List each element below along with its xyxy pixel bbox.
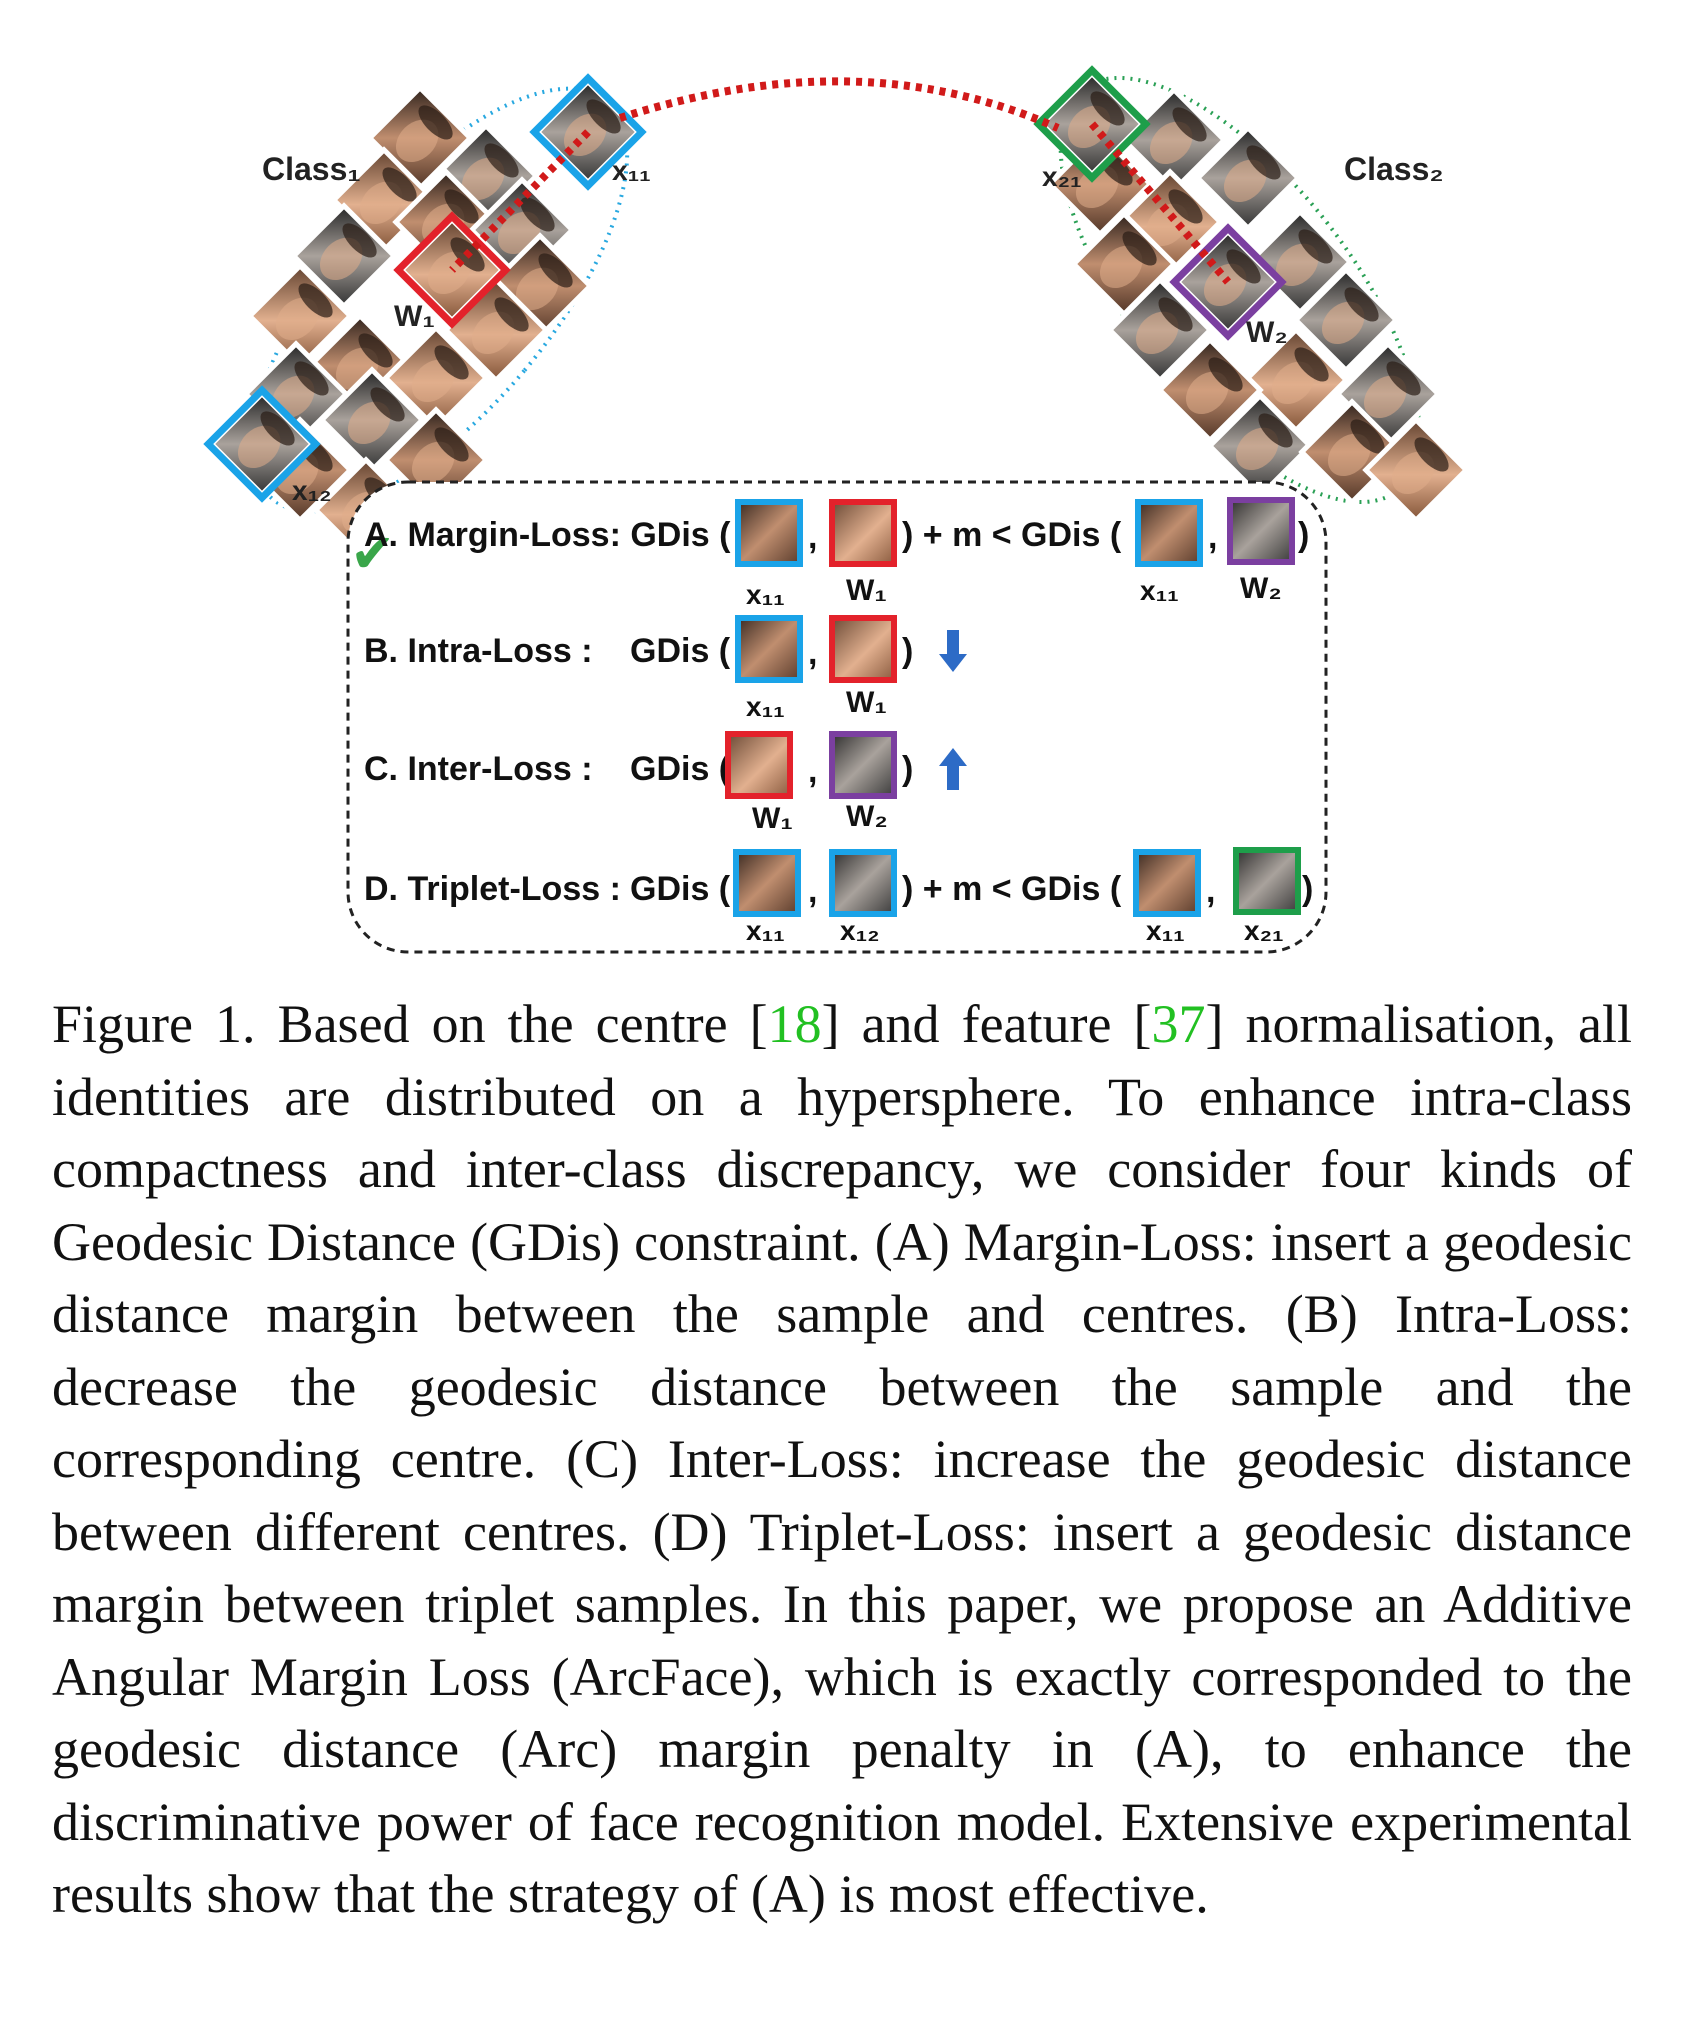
svg-text:x₁₂: x₁₂ xyxy=(840,915,880,946)
loss-panel xyxy=(346,480,1328,954)
svg-text:,: , xyxy=(808,872,817,910)
x12-label: x₁₂ xyxy=(292,475,332,506)
svg-text:x₁₁: x₁₁ xyxy=(746,691,785,722)
svg-text:,: , xyxy=(808,518,817,556)
increase-arrow-icon xyxy=(939,748,967,790)
row-a-label: A. Margin-Loss: GDis ( xyxy=(364,516,731,554)
caption-part-2: ] and feature [ xyxy=(821,994,1152,1054)
row-d-mid: ) + m < GDis ( xyxy=(902,870,1122,908)
checkmark-icon: ✔ xyxy=(350,524,395,584)
class1-cluster: Class₁ x₁₁ W₁ x₁₂ xyxy=(203,73,651,564)
svg-text:x₁₁: x₁₁ xyxy=(746,579,785,610)
svg-text:,: , xyxy=(1208,518,1217,556)
svg-text:x₁₁: x₁₁ xyxy=(746,915,785,946)
svg-text:W₂: W₂ xyxy=(1240,572,1282,605)
svg-text:,: , xyxy=(808,752,817,790)
svg-text:GDis (: GDis ( xyxy=(630,632,731,670)
row-d: D. Triplet-Loss : GDis ( , ) + m < GDis … xyxy=(364,847,1313,946)
svg-text:): ) xyxy=(1298,516,1309,554)
svg-text:,: , xyxy=(1206,872,1215,910)
svg-text:): ) xyxy=(1302,870,1313,908)
row-a: A. Margin-Loss: GDis ( , ) + m < GDis ( … xyxy=(364,497,1309,610)
svg-text:W₂: W₂ xyxy=(846,800,888,833)
w1-tile xyxy=(393,211,511,329)
w2-label: W₂ xyxy=(1246,316,1288,349)
citation-link-18[interactable]: 18 xyxy=(767,994,822,1054)
svg-text:GDis (: GDis ( xyxy=(630,870,731,908)
row-c-label: C. Inter-Loss : xyxy=(364,750,593,788)
svg-text:,: , xyxy=(808,634,817,672)
caption-part-3: ] normalisation, all identities are dist… xyxy=(52,994,1632,1924)
row-a-mid: ) + m < GDis ( xyxy=(902,516,1122,554)
citation-link-37[interactable]: 37 xyxy=(1151,994,1206,1054)
svg-text:x₁₁: x₁₁ xyxy=(1146,915,1185,946)
svg-text:GDis (: GDis ( xyxy=(630,750,731,788)
row-d-label: D. Triplet-Loss : xyxy=(364,870,621,908)
decrease-arrow-icon xyxy=(939,630,967,672)
row-c: C. Inter-Loss : GDis ( , ) W₁ W₂ xyxy=(364,731,967,835)
caption-part-1: Figure 1. Based on the centre [ xyxy=(52,994,768,1054)
x11-label: x₁₁ xyxy=(612,155,651,186)
svg-text:W₁: W₁ xyxy=(752,802,793,835)
svg-text:W₁: W₁ xyxy=(846,574,887,607)
x21-label: x₂₁ xyxy=(1042,161,1082,192)
class2-cluster: Class₂ x₂₁ W₂ xyxy=(1033,65,1470,524)
class1-label: Class₁ xyxy=(262,151,361,187)
svg-text:W₁: W₁ xyxy=(846,686,887,719)
figure: Class₁ x₁₁ W₁ x₁₂ xyxy=(0,0,1682,980)
row-b-label: B. Intra-Loss : xyxy=(364,632,593,670)
w1-label: W₁ xyxy=(394,300,435,333)
svg-text:): ) xyxy=(902,632,913,670)
svg-text:x₁₁: x₁₁ xyxy=(1140,575,1179,606)
diagram-svg: Class₁ x₁₁ W₁ x₁₂ xyxy=(203,65,1470,954)
svg-text:x₂₁: x₂₁ xyxy=(1244,915,1284,946)
class2-label: Class₂ xyxy=(1344,151,1444,187)
figure-caption: Figure 1. Based on the centre [18] and f… xyxy=(52,988,1632,1931)
row-b: B. Intra-Loss : GDis ( , ) x₁₁ W₁ xyxy=(364,615,967,722)
x12-tile xyxy=(203,385,321,503)
geodesic-arcs xyxy=(449,77,1232,285)
svg-text:): ) xyxy=(902,750,913,788)
